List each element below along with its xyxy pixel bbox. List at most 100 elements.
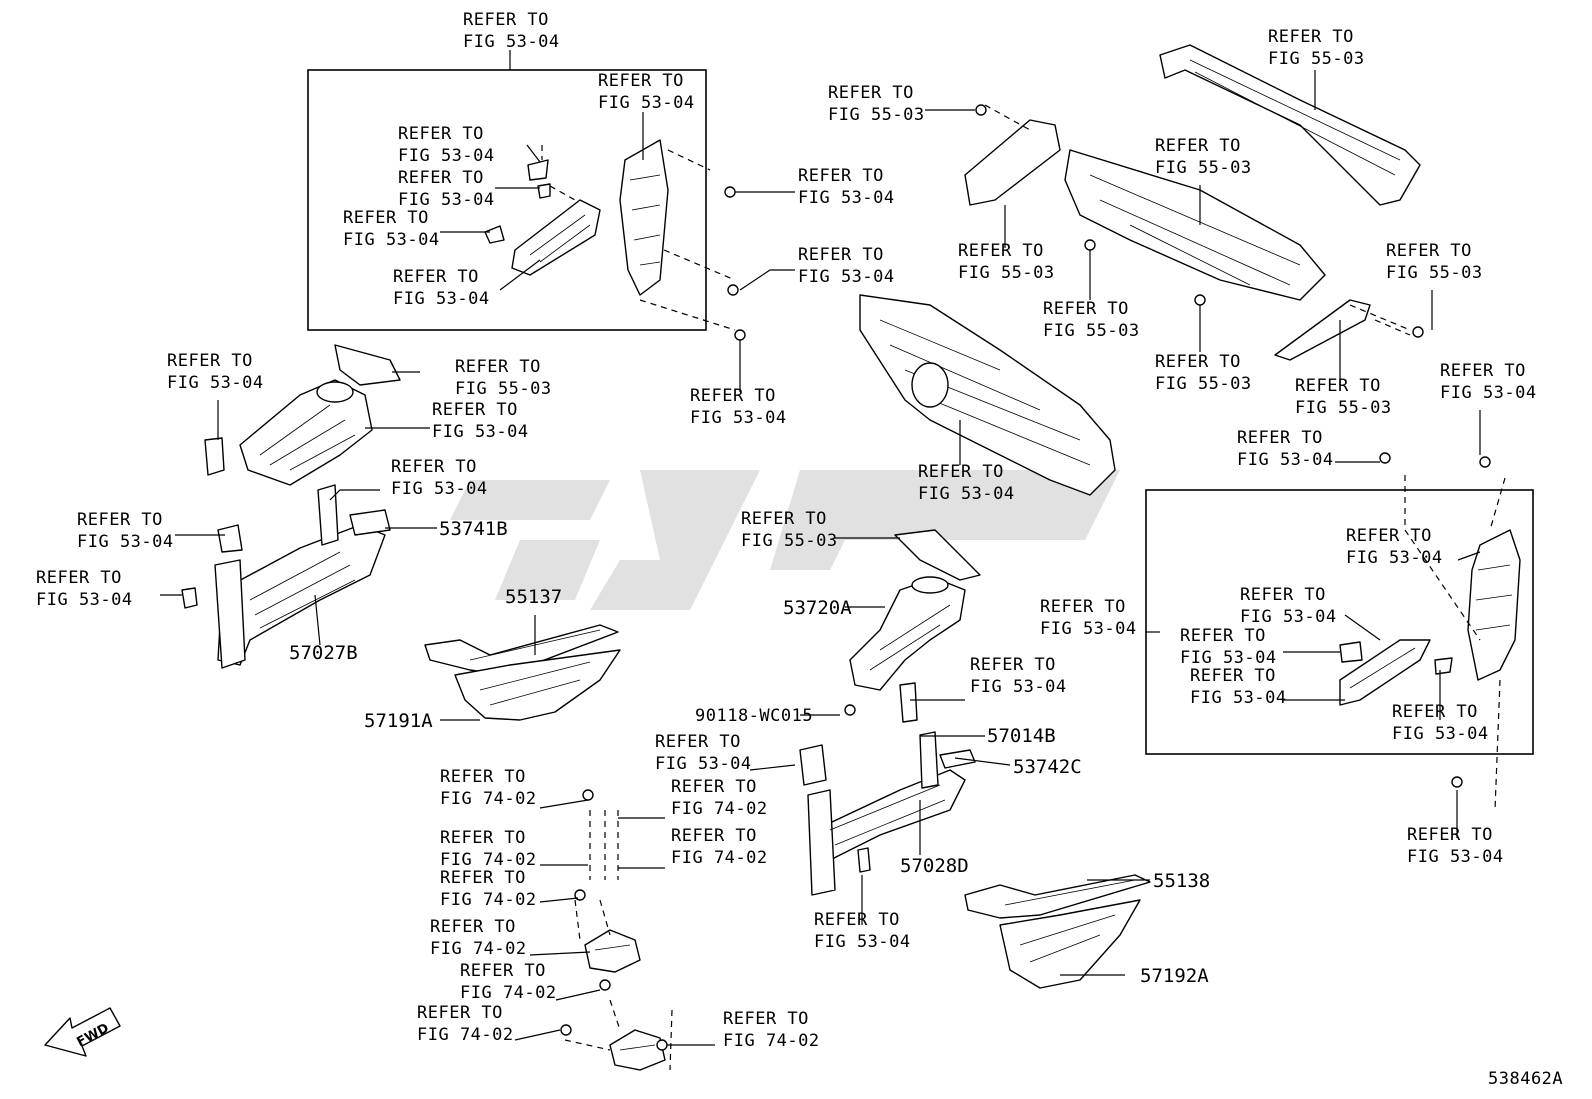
refer-label: REFER TO FIG 53-04 [918,462,1015,504]
refer-label: REFER TO FIG 74-02 [723,1009,819,1051]
svg-text:REFER TO: REFER TO [1180,626,1266,646]
svg-text:REFER TO: REFER TO [918,462,1004,482]
svg-text:FIG 53-04: FIG 53-04 [36,590,133,610]
refer-label: REFER TO FIG 53-04 [1346,526,1442,568]
bracket-right [1339,639,1431,706]
svg-text:REFER TO: REFER TO [1237,428,1323,448]
svg-text:REFER TO: REFER TO [690,386,776,406]
svg-text:REFER TO: REFER TO [440,868,526,888]
svg-text:FIG 53-04: FIG 53-04 [167,373,264,393]
svg-text:REFER TO: REFER TO [1240,585,1326,605]
svg-text:FIG 53-04: FIG 53-04 [598,93,695,113]
small-bracket [857,847,871,873]
small-bracket [204,437,225,476]
svg-text:FIG 53-04: FIG 53-04 [1237,450,1334,470]
svg-text:FIG 53-04: FIG 53-04 [1407,847,1504,867]
watermark-logo [450,470,1120,610]
svg-text:REFER TO: REFER TO [1407,825,1493,845]
extension-57192A [999,899,1141,989]
refer-label: REFER TO FIG 74-02 [460,961,556,1003]
svg-text:FIG 55-03: FIG 55-03 [1043,321,1140,341]
svg-text:REFER TO: REFER TO [393,267,479,287]
refer-label: REFER TO FIG 53-04 [1040,597,1136,639]
side-member-55138 [964,874,1151,919]
small-bracket [217,524,243,553]
refer-label: REFER TO FIG 53-04 [393,267,490,309]
mount-guide-lines [564,810,673,1071]
svg-text:REFER TO: REFER TO [798,166,884,186]
svg-text:REFER TO: REFER TO [460,961,546,981]
svg-text:FIG 53-04: FIG 53-04 [690,408,787,428]
part-number: 57028D [900,855,969,877]
wheelhouse-left [239,379,373,486]
part-number: 53742C [1013,756,1082,778]
part-number: 57191A [364,710,433,732]
svg-text:REFER TO: REFER TO [1295,376,1381,396]
bracket-center [894,529,981,581]
svg-text:REFER TO: REFER TO [167,351,253,371]
svg-text:FIG 74-02: FIG 74-02 [417,1025,514,1045]
svg-text:FIG 53-04: FIG 53-04 [463,32,560,52]
svg-text:REFER TO: REFER TO [814,910,900,930]
svg-text:FIG 74-02: FIG 74-02 [430,939,527,959]
svg-text:FIG 53-04: FIG 53-04 [1440,383,1537,403]
svg-text:FIG 55-03: FIG 55-03 [1295,398,1392,418]
svg-text:FIG 74-02: FIG 74-02 [671,799,768,819]
refer-label: REFER TO FIG 55-03 [1043,299,1140,341]
svg-text:REFER TO: REFER TO [36,568,122,588]
cowl-top-panel [1064,149,1326,301]
part-number: 55138 [1153,870,1210,892]
clip-part [1339,641,1363,663]
part-number: 90118-WC015 [695,706,813,726]
svg-text:FIG 53-04: FIG 53-04 [1240,607,1337,627]
refer-label: REFER TO FIG 53-04 [1407,825,1504,867]
part-number: 55137 [505,586,562,608]
cowl-side-left [964,119,1061,206]
svg-text:REFER TO: REFER TO [463,10,549,30]
refer-label: REFER TO FIG 55-03 [828,83,924,125]
svg-text:REFER TO: REFER TO [1268,27,1354,47]
refer-label: REFER TO FIG 74-02 [417,1003,514,1045]
refer-label: REFER TO FIG 53-04 [167,351,264,393]
svg-text:REFER TO: REFER TO [1440,361,1526,381]
refer-label: REFER TO FIG 53-04 [690,386,787,428]
svg-text:REFER TO: REFER TO [430,917,516,937]
front-rail-left [214,484,386,669]
refer-label: REFER TO FIG 74-02 [440,828,536,870]
fwd-arrow-icon: FWD [44,1007,121,1057]
part-number: 53741B [439,518,508,540]
svg-text:REFER TO: REFER TO [828,83,914,103]
refer-label: REFER TO FIG 53-04 [1180,626,1276,668]
svg-text:FIG 53-04: FIG 53-04 [393,289,490,309]
refer-label: REFER TO FIG 53-04 [77,510,173,552]
refer-label: REFER TO FIG 53-04 [343,208,439,250]
engine-mount-upper [584,929,641,973]
svg-text:FIG 55-03: FIG 55-03 [741,531,838,551]
svg-text:FIG 53-04: FIG 53-04 [918,484,1015,504]
refer-label: REFER TO FIG 53-04 [398,168,495,210]
refer-label: REFER TO FIG 53-04 [598,71,695,113]
svg-text:REFER TO: REFER TO [1040,597,1126,617]
svg-text:FIG 74-02: FIG 74-02 [440,890,537,910]
svg-text:FIG 74-02: FIG 74-02 [440,789,537,809]
refer-label: REFER TO FIG 74-02 [440,767,537,809]
pillar-panel-left [619,139,669,296]
refer-label: REFER TO FIG 53-04 [655,732,751,774]
svg-text:REFER TO: REFER TO [398,124,484,144]
refer-label: REFER TO FIG 53-04 [814,910,910,952]
svg-text:FIG 55-03: FIG 55-03 [958,263,1055,283]
svg-text:REFER TO: REFER TO [391,457,477,477]
pillar-panel-right [1467,529,1521,681]
leader-lines [160,50,1481,1046]
refer-label: REFER TO FIG 53-04 [432,400,528,442]
refer-label: REFER TO FIG 53-04 [463,10,560,52]
refer-label: REFER TO FIG 74-02 [440,868,537,910]
detail-box-right [1145,489,1534,755]
svg-text:FIG 74-02: FIG 74-02 [671,848,768,868]
svg-text:REFER TO: REFER TO [741,509,827,529]
svg-text:REFER TO: REFER TO [1386,241,1472,261]
svg-text:FIG 53-04: FIG 53-04 [398,190,495,210]
part-number: 57027B [289,642,358,664]
svg-text:FIG 53-04: FIG 53-04 [798,188,895,208]
